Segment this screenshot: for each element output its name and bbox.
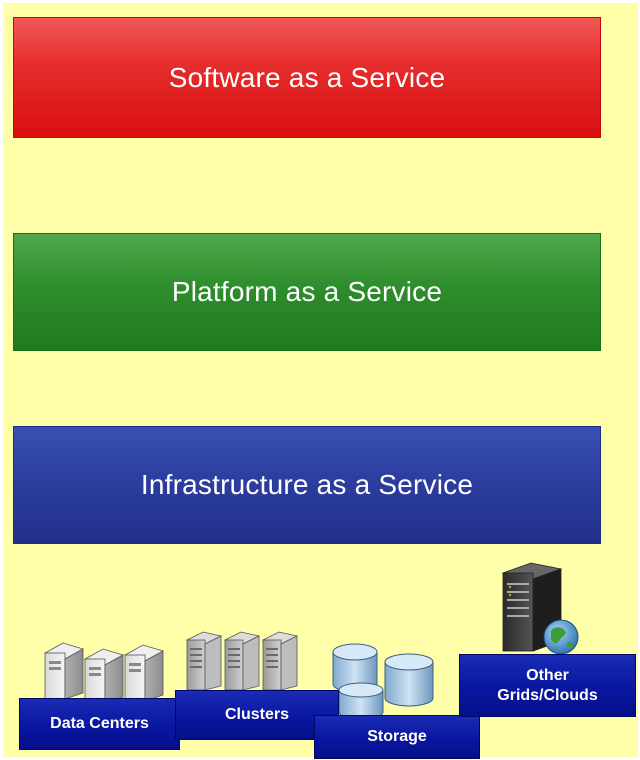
data-centers-label: Data Centers — [19, 698, 180, 750]
server-towers-icon — [43, 642, 165, 704]
paas-layer: Platform as a Service — [13, 233, 601, 351]
iaas-layer: Infrastructure as a Service — [13, 426, 601, 544]
other-label-line1: Other — [526, 666, 569, 684]
data-centers-text: Data Centers — [50, 715, 149, 732]
server-globe-icon — [501, 562, 579, 655]
saas-label: Software as a Service — [168, 61, 446, 93]
clusters-text: Clusters — [224, 706, 290, 723]
saas-layer: Software as a Service — [13, 17, 601, 138]
storage-label: Storage — [314, 715, 480, 759]
other-label-line2: Grids/Clouds — [497, 686, 598, 704]
server-rack-icon — [185, 631, 299, 691]
database-cylinders-icon — [332, 643, 434, 720]
storage-text: Storage — [367, 728, 427, 745]
clusters-label: Clusters — [175, 690, 339, 740]
other-grids-clouds-label: Other Grids/Clouds — [459, 654, 636, 717]
diagram-canvas: Software as a Service Platform as a Serv… — [3, 3, 638, 759]
iaas-label: Infrastructure as a Service — [140, 469, 474, 500]
paas-label: Platform as a Service — [171, 276, 443, 307]
